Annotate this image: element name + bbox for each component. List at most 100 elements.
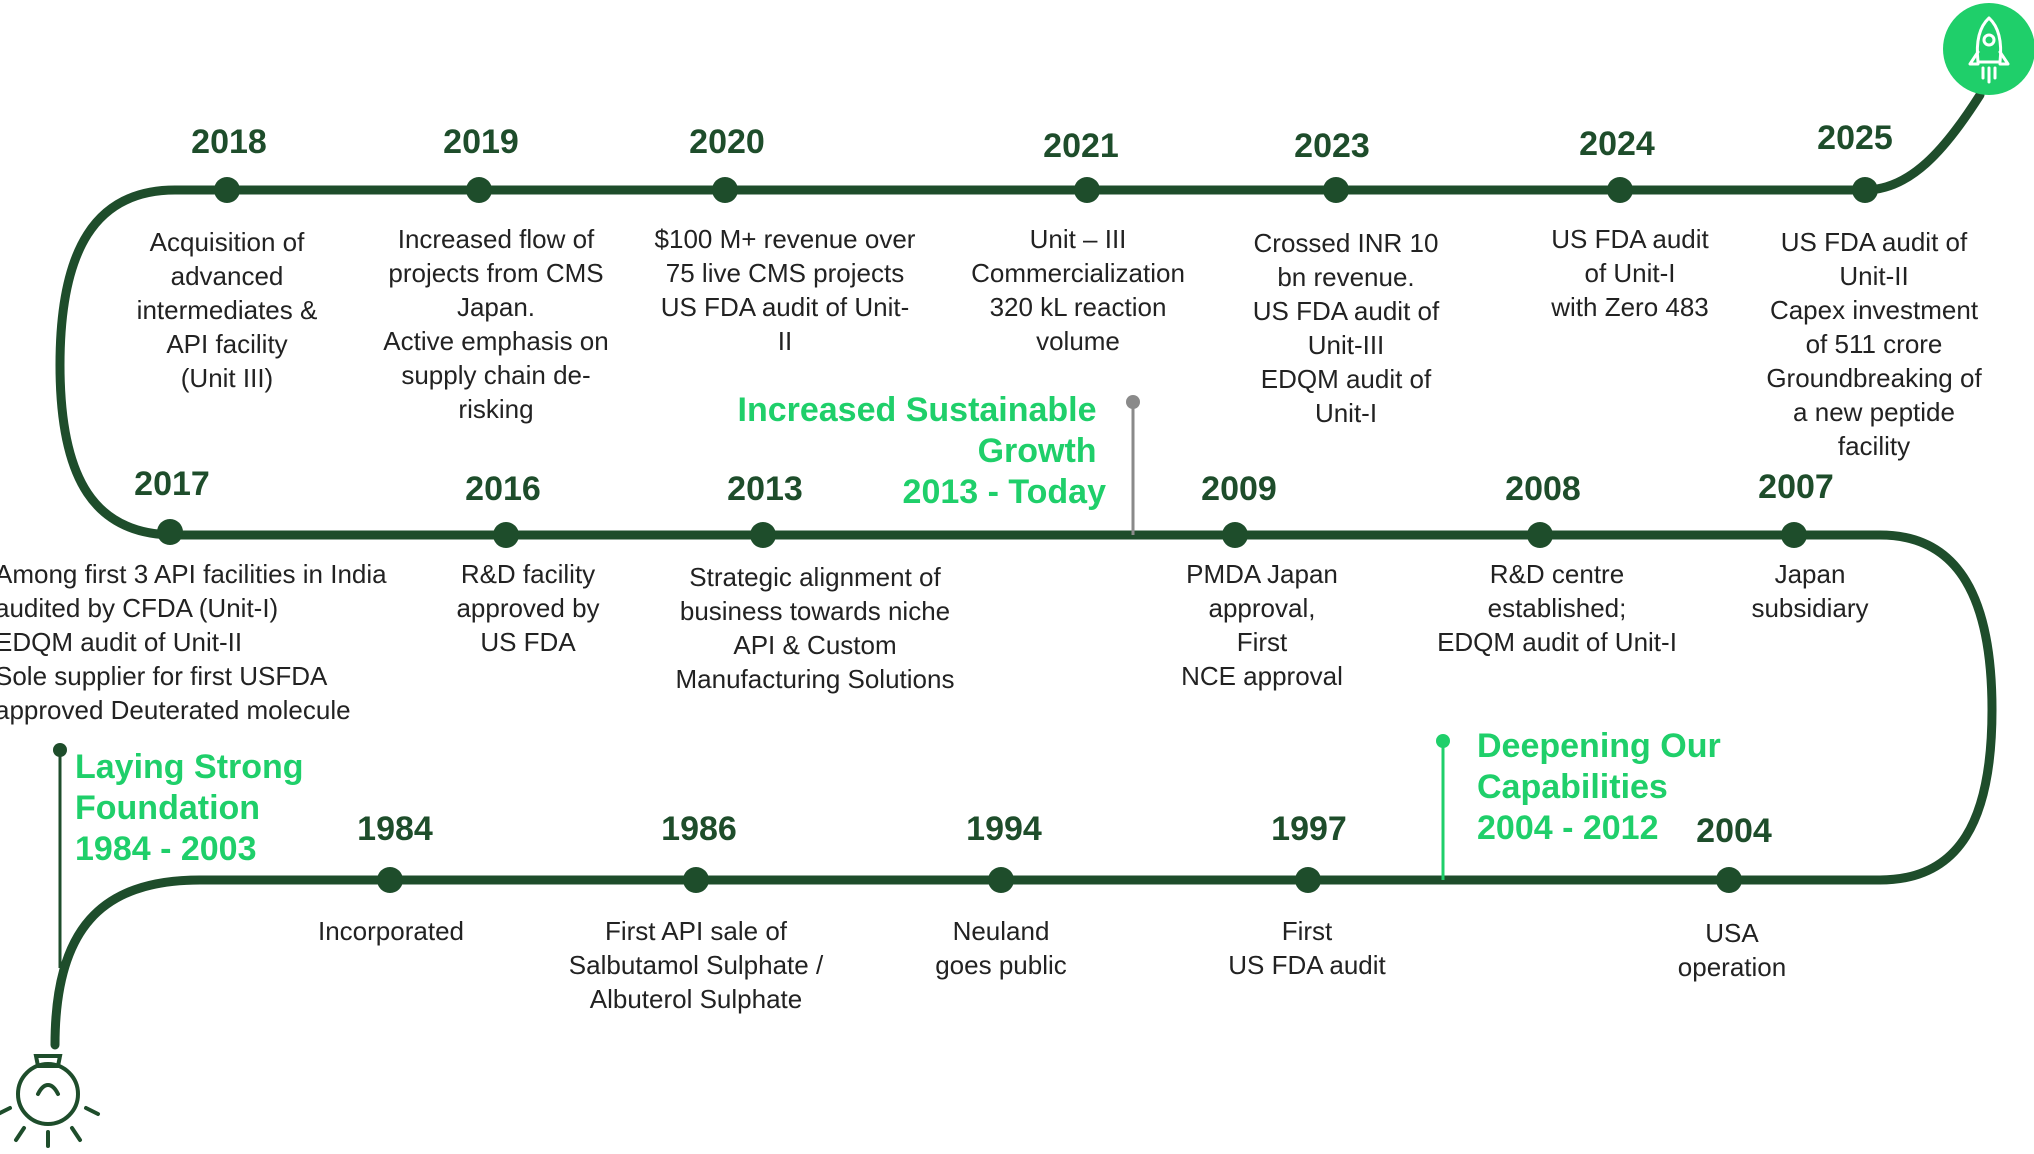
milestone-description-line: Unit-I [1315,398,1377,428]
milestone-year: 2013 [727,470,803,508]
milestone-description-line: business towards niche [680,596,950,626]
milestone-description-line: subsidiary [1751,593,1868,623]
milestone-description-line: approved by [456,593,599,623]
milestone-dot [377,867,403,893]
milestone-dot [466,177,492,203]
milestone-description-line: facility [1838,431,1910,461]
milestone-dot [1527,522,1553,548]
milestone-description-line: Sole supplier for first USFDA [0,661,328,691]
milestone-description-line: Unit-II [1839,261,1908,291]
milestone-description-line: Groundbreaking of [1766,363,1982,393]
milestone-description-line: Salbutamol Sulphate / [569,950,824,980]
milestone-description-line: US FDA audit of [1781,227,1968,257]
milestone-dot [1074,177,1100,203]
milestone-description-line: PMDA Japan [1186,559,1338,589]
milestone-description: Among first 3 API facilities in India aud… [0,559,387,725]
milestone-year: 2025 [1817,119,1893,157]
phase-title-capabilities: Deepening Our Capabilities 2004 - 2012 [1477,727,1730,847]
milestone-dot [750,522,776,548]
milestone-dot [157,519,183,545]
milestone-description-line: 75 live CMS projects [666,258,904,288]
milestone-year: 2008 [1505,470,1581,508]
milestone-description-line: Crossed INR 10 [1254,228,1439,258]
milestone-description: Incorporated [318,916,464,946]
milestone-description-line: Albuterol Sulphate [590,984,802,1014]
milestone-description-line: Unit-III [1308,330,1385,360]
milestone-dot [1716,867,1742,893]
milestone-year: 2020 [689,123,765,161]
milestone-dot [712,177,738,203]
milestone-2025: 2025 US FDA audit of Unit-II Capex investme… [1766,119,1982,461]
milestone-description-line: US FDA [480,627,576,657]
milestone-dot [683,867,709,893]
milestone-description-line: a new peptide [1793,397,1955,427]
milestone-description-line: $100 M+ revenue over [655,224,916,254]
milestone-description-line: (Unit III) [181,363,273,393]
milestone-description-line: intermediates & [137,295,318,325]
milestone-description-line: projects from CMS [388,258,603,288]
phase-marker-capabilities-dot [1436,734,1450,748]
milestone-description-line: risking [458,394,533,424]
milestone-year: 2019 [443,123,519,161]
milestone-year: 2018 [191,123,267,161]
milestone-description-line: First API sale of [605,916,788,946]
milestone-description-line: established; [1488,593,1627,623]
milestone-description-line: 320 kL reaction [990,292,1167,322]
milestone-year: 1986 [661,810,737,848]
milestone-description-line: Unit – III [1030,224,1127,254]
milestone-dot [988,867,1014,893]
milestone-dot [493,522,519,548]
milestone-description-line: US FDA audit [1228,950,1386,980]
milestone-description-line: API facility [166,329,287,359]
milestone-description: $100 M+ revenue over 75 live CMS projects… [655,224,916,356]
milestone-description-line: R&D centre [1490,559,1624,589]
milestone-year: 2023 [1294,127,1370,165]
milestone-description-line: EDQM audit of [1261,364,1432,394]
milestone-description-line: Incorporated [318,916,464,946]
timeline-track [50,90,1997,1050]
milestone-description-line: Active emphasis on [383,326,608,356]
milestone-description-line: supply chain de- [401,360,590,390]
milestone-description-line: Capex investment [1770,295,1979,325]
milestone-description-line: advanced [171,261,284,291]
milestone-year: 1994 [966,810,1042,848]
milestone-year: 2017 [134,465,210,503]
milestone-description-line: Increased flow of [398,224,595,254]
milestone-description-line: US FDA audit of Unit- [661,292,910,322]
phase-marker-growth-dot [1126,395,1140,409]
milestone-year: 2021 [1043,127,1119,165]
milestone-description-line: First [1237,627,1288,657]
milestone-description-line: of Unit-I [1584,258,1675,288]
milestone-description-line: Commercialization [971,258,1185,288]
milestone-description-line: approved Deuterated molecule [0,695,351,725]
phase-marker-foundation-dot [53,743,67,757]
rocket-icon [1943,3,2034,95]
milestone-description-line: Japan. [457,292,535,322]
phase-title-growth: Increased Sustainable Growth 2013 - Toda… [738,391,1107,511]
milestone-dot [1607,177,1633,203]
milestone-year: 1997 [1271,810,1347,848]
milestone-description-line: Among first 3 API facilities in India [0,559,387,589]
milestone-description-line: NCE approval [1181,661,1343,691]
milestone-description-line: bn revenue. [1277,262,1414,292]
milestone-description: Increased flow of projects from CMS Japan.… [383,224,608,424]
milestone-year: 1984 [357,810,433,848]
milestone-description-line: audited by CFDA (Unit-I) [0,593,278,623]
milestone-description-line: EDQM audit of Unit-II [0,627,242,657]
